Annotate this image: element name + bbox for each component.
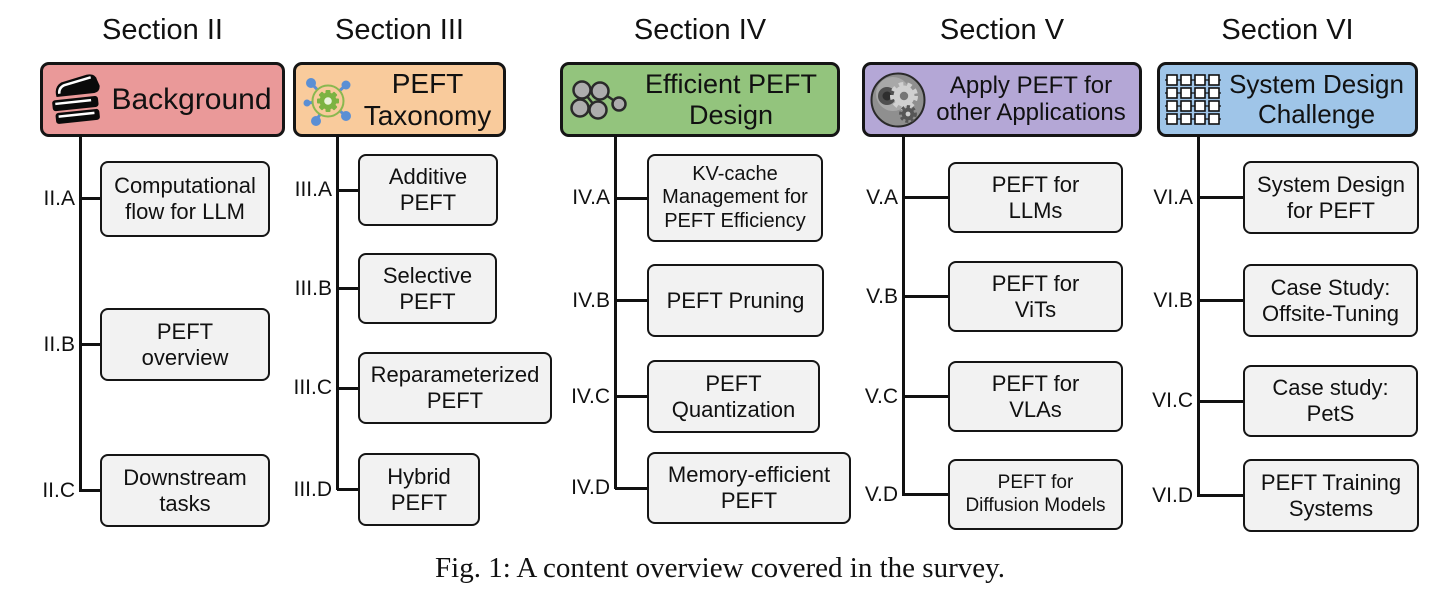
item-id-label: II.B: [43, 332, 75, 356]
item-box: Computational flow for LLM: [100, 161, 270, 237]
section-header-label: Efficient PEFT Design: [644, 69, 818, 130]
section-title: Section III: [335, 14, 464, 46]
section-header-box: Background: [40, 62, 285, 137]
item-box: PEFT Training Systems: [1243, 459, 1419, 532]
item-box: PEFT overview: [100, 308, 270, 381]
item-box: Case Study: Offsite-Tuning: [1243, 264, 1418, 337]
tree-connector-line: [615, 299, 647, 302]
item-id-label: II.C: [42, 478, 75, 502]
item-id-label: IV.B: [572, 288, 610, 312]
tree-connector-line: [615, 486, 647, 490]
tree-connector-line: [1198, 399, 1243, 403]
tree-connector-line: [1198, 494, 1243, 497]
molecule-cluster-icon: [567, 76, 629, 124]
tree-connector-line: [903, 493, 948, 496]
item-id-label: III.C: [293, 376, 332, 399]
item-id-label: V.A: [866, 185, 898, 209]
section-header-box: System Design Challenge: [1157, 62, 1418, 137]
item-id-label: VI.B: [1153, 288, 1193, 312]
item-id-label: III.A: [294, 178, 332, 201]
section-header-label: Background: [111, 82, 272, 116]
item-id-label: IV.A: [572, 186, 610, 209]
item-box: Hybrid PEFT: [358, 453, 480, 526]
tree-trunk-line: [901, 135, 905, 496]
section-header-box: Apply PEFT for other Applications: [862, 62, 1142, 137]
tree-connector-line: [903, 196, 948, 199]
tree-trunk-line: [1196, 135, 1200, 497]
tree-connector-line: [337, 287, 358, 290]
tree-connector-line: [903, 295, 948, 298]
item-id-label: VI.A: [1153, 185, 1193, 209]
tree-connector-line: [80, 197, 100, 200]
section-header-label: PEFT Taxonomy: [363, 68, 492, 131]
section-title: Section V: [939, 14, 1065, 46]
item-id-label: IV.D: [571, 476, 610, 499]
item-id-label: V.C: [864, 384, 898, 408]
item-box: KV-cache Management for PEFT Efficiency: [647, 154, 823, 242]
tree-connector-line: [80, 343, 100, 346]
item-box: PEFT Pruning: [647, 264, 824, 337]
section-title: Section VI: [1221, 14, 1354, 46]
item-id-label: VI.C: [1152, 389, 1193, 412]
tree-connector-line: [337, 188, 358, 192]
tree-connector-line: [1198, 299, 1243, 302]
item-box: PEFT for VLAs: [948, 361, 1123, 432]
tree-connector-line: [903, 395, 948, 398]
item-box: Additive PEFT: [358, 154, 498, 226]
item-box: PEFT for LLMs: [948, 162, 1123, 233]
figure-caption: Fig. 1: A content overview covered in th…: [435, 552, 1005, 584]
books-icon: [47, 73, 105, 127]
item-box: PEFT for ViTs: [948, 261, 1123, 332]
item-id-label: IV.C: [571, 384, 610, 408]
section-title: Section II: [102, 14, 223, 46]
section-header-label: Apply PEFT for other Applications: [936, 71, 1126, 126]
item-box: Reparameterized PEFT: [358, 352, 552, 424]
section-title: Section IV: [633, 14, 767, 46]
section-header-box: Efficient PEFT Design: [560, 62, 840, 137]
gear-network-icon: [300, 72, 356, 128]
tree-connector-line: [615, 196, 647, 200]
chip-array-icon: [1164, 72, 1222, 128]
section-header-box: PEFT Taxonomy: [293, 62, 506, 137]
tree-trunk-line: [613, 135, 617, 489]
item-id-label: III.B: [294, 276, 332, 300]
tree-connector-line: [337, 488, 358, 491]
tree-connector-line: [1198, 196, 1243, 199]
item-id-label: III.D: [293, 477, 332, 501]
item-box: Memory-efficient PEFT: [647, 452, 851, 524]
item-id-label: II.A: [43, 186, 75, 210]
gear-sphere-icon: [869, 71, 927, 129]
tree-connector-line: [337, 386, 358, 390]
tree-connector-line: [80, 489, 100, 492]
tree-trunk-line: [78, 135, 82, 492]
item-box: PEFT Quantization: [647, 360, 820, 433]
item-id-label: V.B: [866, 284, 898, 308]
tree-trunk-line: [335, 135, 339, 490]
item-id-label: V.D: [864, 482, 898, 506]
item-box: PEFT for Diffusion Models: [948, 459, 1123, 530]
item-box: System Design for PEFT: [1243, 161, 1419, 234]
section-header-label: System Design Challenge: [1229, 69, 1404, 129]
item-id-label: VI.D: [1152, 483, 1193, 507]
item-box: Downstream tasks: [100, 454, 270, 527]
tree-connector-line: [615, 395, 647, 398]
item-box: Selective PEFT: [358, 253, 497, 324]
item-box: Case study: PetS: [1243, 365, 1418, 437]
